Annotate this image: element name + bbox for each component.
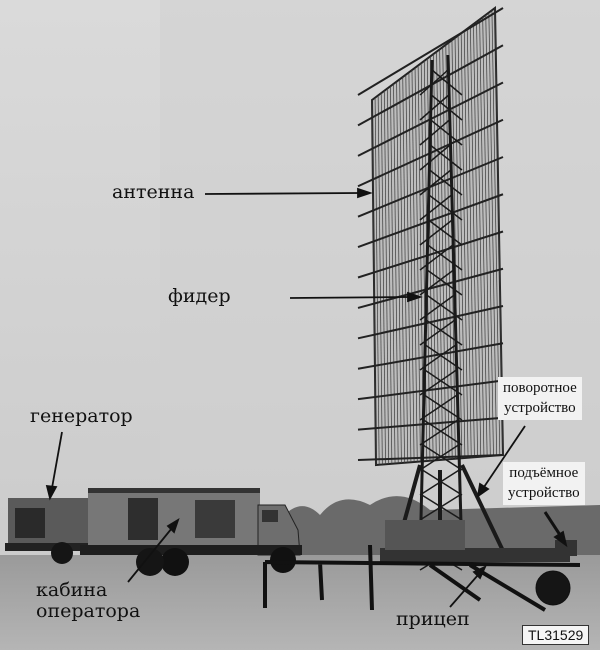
label-feeder: фидер (168, 285, 231, 307)
label-operator-cabin-line1: кабина (36, 579, 108, 601)
generator-truck (5, 498, 100, 564)
feeder-arrow (289, 296, 411, 299)
label-rotator-line2: устройство (504, 399, 576, 416)
trailer-arrow (449, 574, 479, 608)
label-rotator: поворотное устройство (498, 377, 582, 420)
photo-code: TL31529 (522, 625, 590, 645)
generator-arrow (51, 431, 63, 489)
operator-cabin-truck (80, 488, 302, 576)
tower (393, 54, 507, 571)
rotator-arrow (483, 425, 526, 488)
label-rotator-line1: поворотное (503, 380, 577, 396)
label-operator-cabin: кабина оператора (36, 580, 140, 622)
label-antenna: антенна (112, 181, 195, 203)
antenna-arrow (204, 192, 361, 195)
label-operator-cabin-line2: оператора (36, 599, 141, 622)
ground (0, 555, 600, 650)
label-lift: подъёмное устройство (503, 462, 585, 505)
label-trailer: прицеп (396, 608, 470, 630)
cabin-arrow (127, 527, 173, 583)
annotation-arrows (45, 187, 568, 608)
label-lift-line1: подъёмное (509, 465, 579, 481)
label-lift-line2: устройство (508, 484, 580, 501)
trailer (263, 520, 581, 612)
lift-arrow (543, 511, 562, 536)
label-generator: генератор (30, 405, 133, 427)
